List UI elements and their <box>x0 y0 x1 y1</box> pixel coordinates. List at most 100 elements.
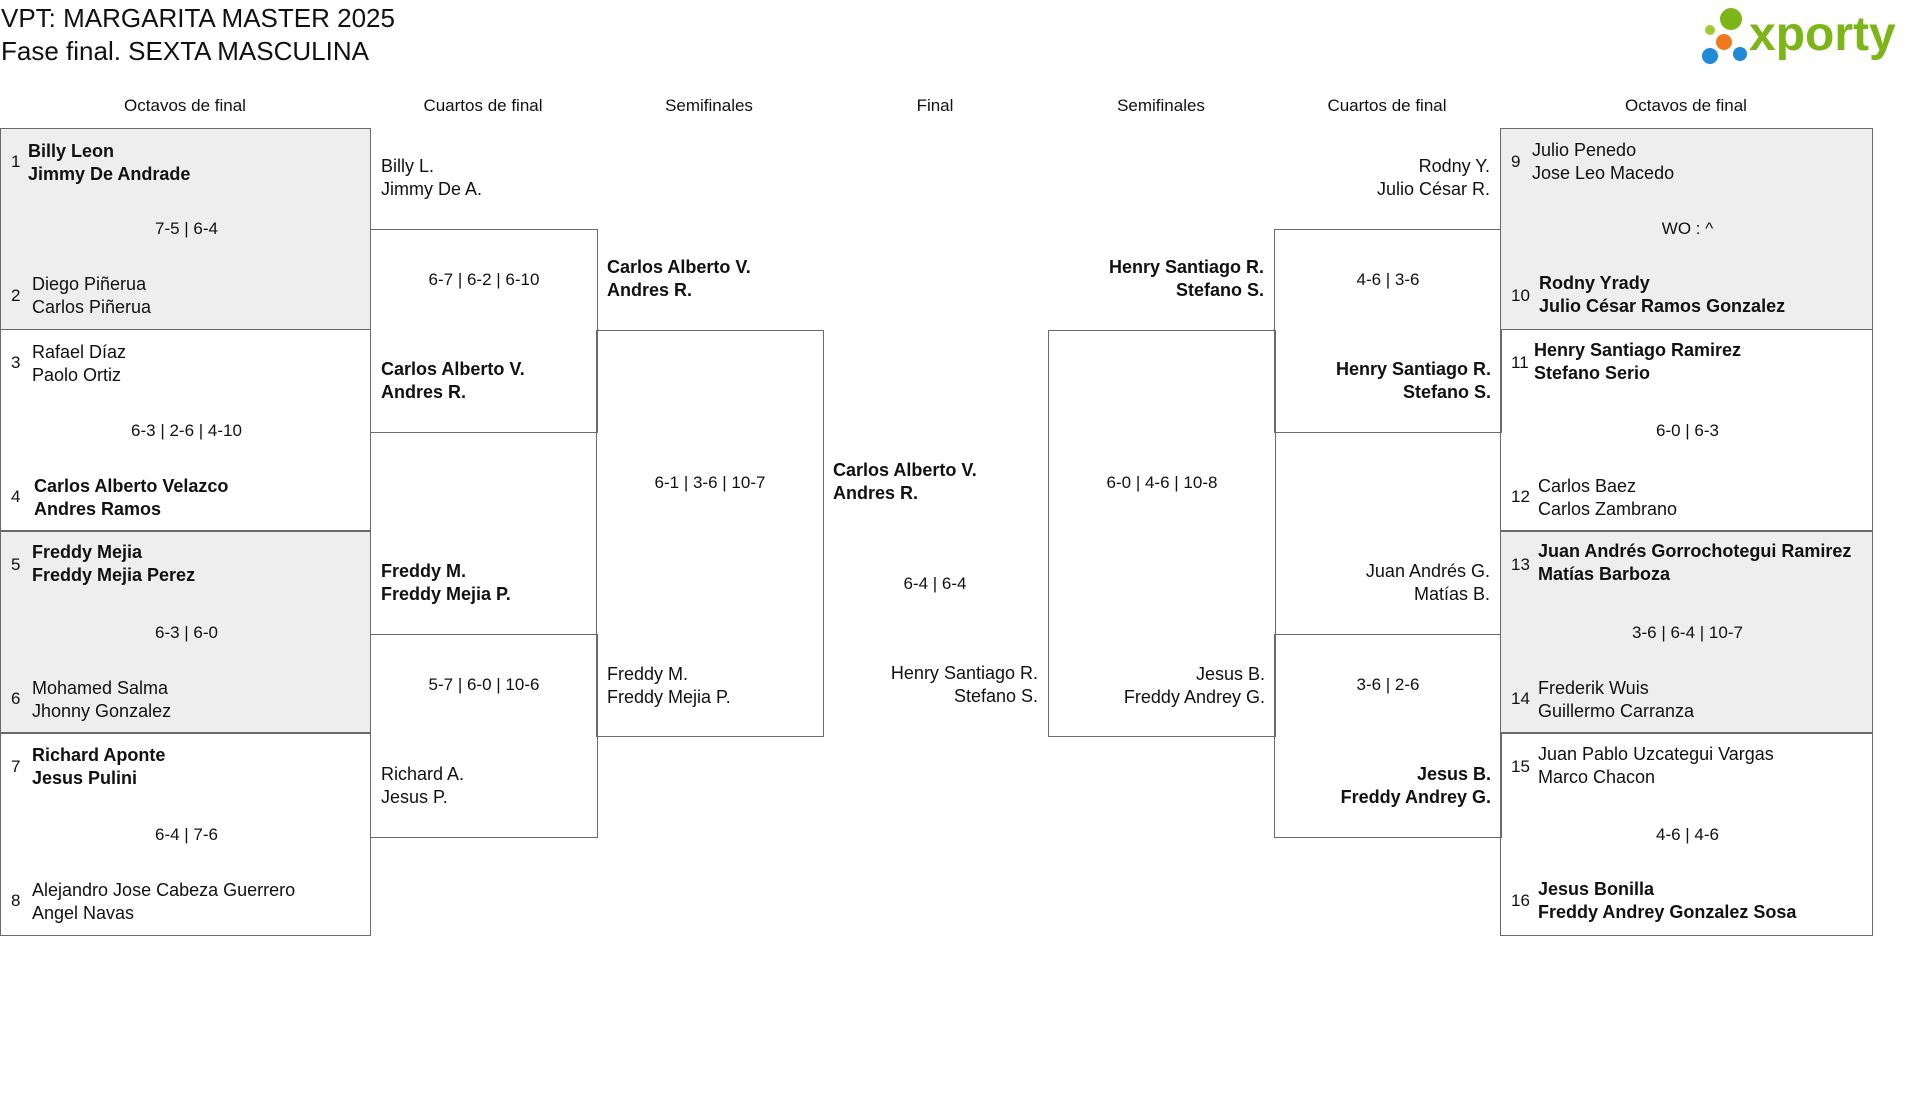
seed-number: 7 <box>11 757 21 776</box>
left-r16-match-2: 3 Rafael Díaz Paolo Ortiz 6-3 | 2-6 | 4-… <box>0 329 371 531</box>
player-name: Andres Ramos <box>34 499 162 519</box>
team-a-names: Juan Andrés Gorrochotegui Ramirez Matías… <box>1538 540 1851 586</box>
player-name: Stefano S. <box>953 686 1038 706</box>
team-b-names: Carlos Alberto Velazco Andres Ramos <box>34 475 228 521</box>
player-name: Henry Santiago R. <box>890 663 1038 683</box>
match-score: WO : ^ <box>1661 219 1714 238</box>
seed-number: 16 <box>1511 891 1530 910</box>
match-score: 6-1 | 3-6 | 10-7 <box>654 473 766 492</box>
header-left-qf: Cuartos de final <box>423 96 543 115</box>
header-left-r16: Octavos de final <box>124 96 246 115</box>
seed-number: 6 <box>11 689 21 708</box>
right-sf-team-b: Jesus B. Freddy Andrey G. <box>1049 663 1265 709</box>
logo-dot-blue <box>1702 48 1718 64</box>
player-name: Stefano Serio <box>1534 363 1651 383</box>
player-name: Paolo Ortiz <box>32 365 122 385</box>
tournament-title: VPT: MARGARITA MASTER 2025 <box>1 3 395 33</box>
team-a-names: Julio Penedo Jose Leo Macedo <box>1532 139 1674 185</box>
player-name: Juan Andrés Gorrochotegui Ramirez <box>1538 541 1852 561</box>
player-name: Richard A. <box>381 764 465 784</box>
team-b-names: Frederik Wuis Guillermo Carranza <box>1538 677 1694 723</box>
player-name: Jesus Bonilla <box>1538 879 1655 899</box>
final-score: 6-4 | 6-4 <box>903 574 967 593</box>
match-score: 6-0 | 6-3 <box>1655 421 1719 440</box>
player-name: Andres R. <box>381 382 467 402</box>
seed-number: 11 <box>1511 353 1529 372</box>
right-r16-match-1: 9 Julio Penedo Jose Leo Macedo WO : ^ 10… <box>1500 128 1873 330</box>
seed-number: 2 <box>11 286 21 305</box>
right-qf-1-team-b: Henry Santiago R. Stefano S. <box>1275 358 1491 404</box>
right-qf-1-team-a: Rodny Y. Julio César R. <box>1274 155 1490 201</box>
left-qf-2-team-b: Richard A. Jesus P. <box>381 763 464 809</box>
left-r16-match-3: 5 Freddy Mejia Freddy Mejia Perez 6-3 | … <box>0 531 371 733</box>
seed-number: 14 <box>1511 689 1530 708</box>
final-team-a: Carlos Alberto V. Andres R. <box>833 459 977 505</box>
player-name: Freddy Mejia P. <box>607 687 731 707</box>
seed-number: 9 <box>1511 152 1521 171</box>
player-name: Jesus P. <box>381 787 448 807</box>
player-name: Jhonny Gonzalez <box>32 701 172 721</box>
left-r16-match-1: 1 Billy Leon Jimmy De Andrade 7-5 | 6-4 … <box>0 128 371 330</box>
player-name: Stefano S. <box>1402 382 1491 402</box>
xporty-logo: xporty <box>1697 2 1919 70</box>
player-name: Carlos Baez <box>1538 476 1637 496</box>
player-name: Matías Barboza <box>1538 564 1671 584</box>
seed-number: 3 <box>11 353 21 372</box>
seed-number: 15 <box>1511 757 1530 776</box>
player-name: Freddy M. <box>381 561 467 581</box>
player-name: Jimmy De Andrade <box>28 164 191 184</box>
team-b-names: Rodny Yrady Julio César Ramos Gonzalez <box>1539 272 1785 318</box>
right-r16-match-2: 11 Henry Santiago Ramirez Stefano Serio … <box>1500 329 1873 531</box>
logo-dot-lime <box>1705 25 1715 35</box>
match-score: 3-6 | 6-4 | 10-7 <box>1632 623 1743 642</box>
right-sf-match: 6-0 | 4-6 | 10-8 Jesus B. Freddy Andrey … <box>1048 330 1276 737</box>
match-score: 5-7 | 6-0 | 10-6 <box>428 675 540 694</box>
team-a-names: Henry Santiago Ramirez Stefano Serio <box>1534 339 1741 385</box>
right-qf-match-2: 3-6 | 2-6 Jesus B. Freddy Andrey G. <box>1274 634 1502 838</box>
player-name: Stefano S. <box>1175 280 1264 300</box>
player-name: Angel Navas <box>32 903 135 923</box>
right-r16-match-3: 13 Juan Andrés Gorrochotegui Ramirez Mat… <box>1500 531 1873 733</box>
player-name: Mohamed Salma <box>32 678 169 698</box>
player-name: Carlos Alberto V. <box>833 460 977 480</box>
seed-number: 13 <box>1511 555 1530 574</box>
right-qf-match-1: 4-6 | 3-6 Henry Santiago R. Stefano S. <box>1274 229 1502 433</box>
match-score: 6-0 | 4-6 | 10-8 <box>1106 473 1218 492</box>
player-name: Carlos Alberto V. <box>607 257 751 277</box>
right-qf-2-team-a: Juan Andrés G. Matías B. <box>1274 560 1490 606</box>
header-left-sf: Semifinales <box>665 96 753 115</box>
player-name: Billy L. <box>381 156 435 176</box>
match-score: 6-7 | 6-2 | 6-10 <box>428 270 540 289</box>
player-name: Rodny Yrady <box>1539 273 1650 293</box>
player-name: Freddy Mejia P. <box>381 584 511 604</box>
player-name: Juan Andrés G. <box>1365 561 1490 581</box>
team-a-names: Rafael Díaz Paolo Ortiz <box>32 341 126 387</box>
left-r16-match-4: 7 Richard Aponte Jesus Pulini 6-4 | 7-6 … <box>0 733 371 936</box>
player-name: Andres R. <box>833 483 919 503</box>
team-b-names: Diego Piñerua Carlos Piñerua <box>32 273 151 319</box>
player-name: Henry Santiago R. <box>1108 257 1264 277</box>
player-name: Freddy M. <box>607 664 689 684</box>
player-name: Freddy Andrey G. <box>1123 687 1265 707</box>
match-score: 6-3 | 2-6 | 4-10 <box>131 421 242 440</box>
seed-number: 4 <box>11 487 21 506</box>
team-a-names: Juan Pablo Uzcategui Vargas Marco Chacon <box>1538 743 1774 789</box>
left-qf-2-team-a: Freddy M. Freddy Mejia P. <box>381 560 511 606</box>
player-name: Carlos Alberto V. <box>381 359 525 379</box>
player-name: Matías B. <box>1413 584 1490 604</box>
player-name: Jesus Pulini <box>32 768 138 788</box>
seed-number: 8 <box>11 891 21 910</box>
logo-dot-green <box>1720 8 1742 30</box>
logo-dot-blue-small <box>1733 47 1747 61</box>
player-name: Julio Penedo <box>1532 140 1637 160</box>
seed-number: 12 <box>1511 487 1530 506</box>
left-qf-1-team-b: Carlos Alberto V. Andres R. <box>381 358 525 404</box>
xporty-logo-graphic: xporty <box>1702 8 1896 64</box>
match-score: 3-6 | 2-6 <box>1356 675 1420 694</box>
player-name: Jose Leo Macedo <box>1532 163 1675 183</box>
player-name: Jesus B. <box>1195 664 1265 684</box>
match-score: 6-3 | 6-0 <box>154 623 218 642</box>
match-score: 7-5 | 6-4 <box>154 219 218 238</box>
player-name: Billy Leon <box>28 141 115 161</box>
final-team-b: Henry Santiago R. Stefano S. <box>822 662 1038 708</box>
